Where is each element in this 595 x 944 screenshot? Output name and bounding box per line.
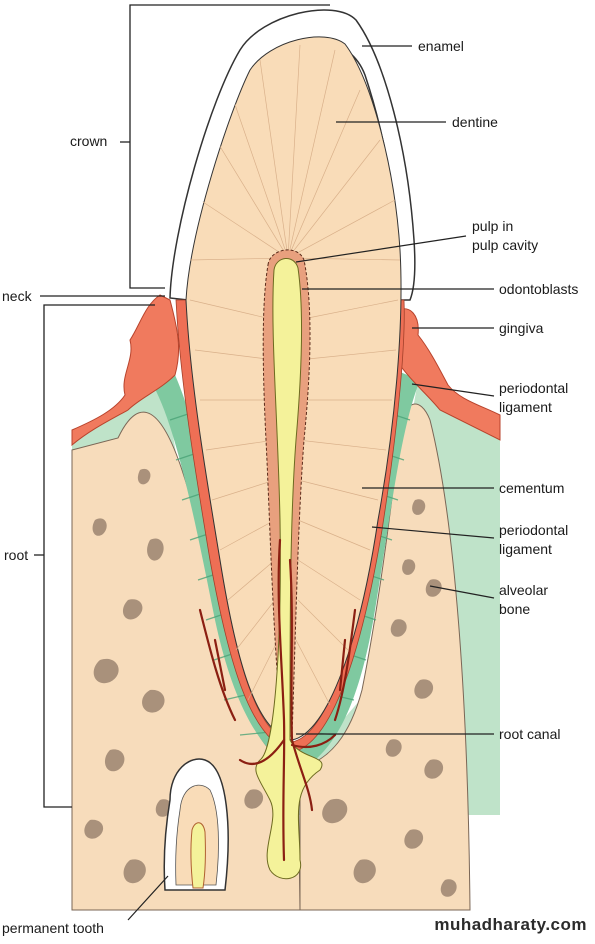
label-pulp-line2: pulp cavity (472, 237, 539, 253)
label-gingiva: gingiva (499, 320, 544, 336)
gingiva-left (71, 294, 180, 447)
label-cementum: cementum (499, 480, 565, 496)
label-permanent-tooth: permanent tooth (2, 920, 104, 936)
root-bracket (43, 304, 155, 808)
gingiva-right (397, 308, 501, 441)
label-periodontal-upper-line1: periodontal (499, 380, 569, 396)
label-alveolar-line2: bone (499, 601, 531, 617)
permanent-tooth-pulp (190, 822, 206, 889)
label-neck: neck (2, 288, 32, 304)
periodontal-ligament-left (150, 375, 300, 770)
label-crown: crown (70, 133, 108, 149)
blood-vessels (198, 538, 357, 862)
label-root: root (4, 547, 29, 563)
dentinal-tubules (189, 44, 401, 706)
label-periodontal-upper-line2: ligament (499, 399, 552, 415)
leader-lines (127, 45, 495, 921)
label-alveolar-line1: alveolar (499, 582, 549, 598)
label-enamel: enamel (418, 38, 464, 54)
label-odontoblasts: odontoblasts (499, 281, 579, 297)
label-periodontal-lower-line2: ligament (499, 541, 552, 557)
watermark: muhadharaty.com (434, 915, 587, 934)
crown-bracket (129, 4, 330, 289)
label-pulp-line1: pulp in (472, 218, 514, 234)
label-dentine: dentine (452, 114, 498, 130)
label-periodontal-lower-line1: periodontal (499, 522, 569, 538)
label-root-canal: root canal (499, 726, 561, 742)
